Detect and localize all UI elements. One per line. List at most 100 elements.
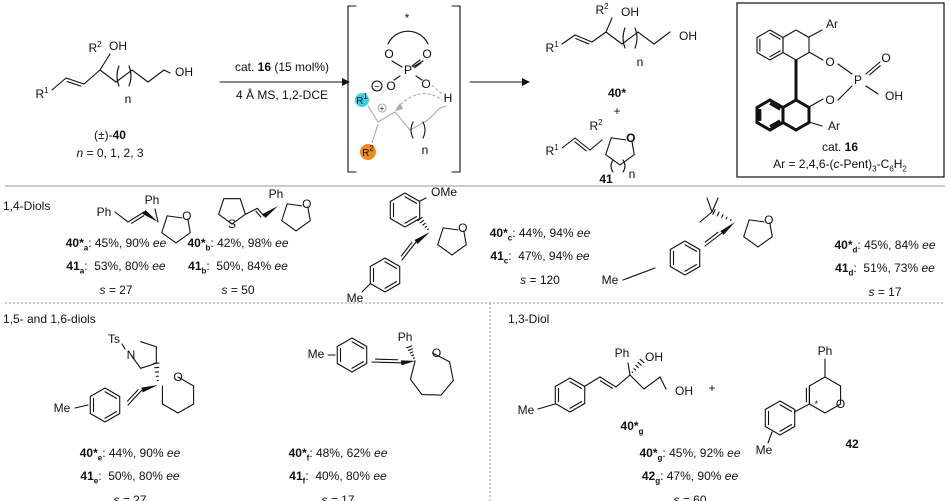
compound-subscript: e [93, 476, 99, 486]
aromatic-bond [684, 264, 698, 272]
ts-chain [367, 105, 441, 131]
atom-text: n [637, 55, 644, 69]
double-bond [414, 62, 422, 69]
result-line: 40*d: 45%, 84% ee [835, 236, 936, 259]
atom-text: Me [308, 347, 325, 361]
benzene-ring [756, 29, 784, 61]
bracket [128, 65, 132, 87]
catalyst-label: cat. 16 [821, 140, 859, 154]
s-symbol: s [673, 492, 680, 501]
atom-text: R [88, 41, 97, 55]
bond [99, 53, 111, 71]
atom-label: O [422, 47, 431, 61]
result-line: 40*g: 45%, 92% ee [640, 444, 741, 467]
atom-text: OMe [431, 185, 457, 199]
atom-text: 40* [621, 419, 639, 433]
bond [574, 34, 593, 43]
atom-label: Me [308, 347, 325, 361]
atom-text: 42 [845, 437, 859, 451]
compound-subscript: d [848, 268, 854, 278]
n-index: n [125, 92, 132, 106]
atom-label: O [626, 131, 635, 145]
aromatic-bond [384, 281, 398, 289]
bond [627, 362, 631, 376]
atom-text: R [589, 119, 598, 133]
ee-label: ee [724, 469, 739, 484]
atom-text: O [182, 209, 191, 223]
compound-subscript: c [503, 256, 509, 266]
atom-label: Ph [818, 344, 833, 358]
ee-label: ee [576, 249, 590, 264]
atom-text: R [545, 41, 554, 55]
atom-text: R [356, 96, 363, 107]
s-value: = 27 [105, 282, 133, 297]
aromatic-bond [104, 411, 118, 419]
bond [793, 403, 810, 413]
atom-label: Me [518, 403, 535, 417]
double-bond [704, 231, 719, 243]
aromatic-bond [569, 381, 583, 389]
bond [439, 105, 447, 109]
bond [412, 60, 424, 68]
yield-ee: : 47%, 90% [660, 469, 725, 484]
reactant-label: (±)-40 [94, 128, 126, 142]
ee-label: ee [166, 446, 181, 460]
atom-label: Ph [269, 187, 284, 201]
bond [127, 389, 143, 406]
atom-text: P [404, 63, 412, 77]
atom-label: R2 [88, 40, 102, 55]
aromatic-bond [769, 119, 781, 128]
benzene-ring [554, 377, 586, 413]
hash-bond [422, 222, 426, 226]
yield-ee: : 47%, 94% [508, 249, 577, 264]
atom-label: O [384, 47, 393, 61]
atom-text: Ph [269, 187, 284, 201]
hash-bond [406, 345, 413, 349]
atom-text: R [362, 148, 369, 159]
catalyst-arc [387, 30, 429, 45]
bond [286, 203, 303, 207]
wedge-bond [400, 360, 416, 366]
r2-highlight [360, 144, 376, 160]
atom-label: R2 [595, 2, 609, 17]
compound-subscript: a [79, 266, 85, 276]
result-line: 41c: 47%, 94% ee [490, 247, 591, 270]
s-value: = 17 [327, 492, 355, 501]
bracket [410, 121, 414, 139]
compound-number: 41 [80, 469, 94, 484]
hash-bond [411, 354, 415, 357]
yield-ee: : 45%, 84% [857, 238, 923, 252]
bond-chain [605, 137, 635, 166]
double-bond [255, 210, 262, 218]
compound-number: 40* [288, 446, 307, 460]
atom-text: Ar [826, 17, 838, 31]
n-index: n [629, 167, 636, 181]
yield-ee: : 48%, 62% [309, 446, 375, 460]
ee-label: ee [921, 261, 935, 276]
atom-label: Me [54, 401, 71, 415]
aromatic-bond [769, 102, 781, 111]
atom-text: O [302, 197, 311, 211]
hash-bond [407, 348, 413, 352]
bond-chain [605, 31, 671, 45]
double-bond [66, 81, 82, 87]
bond [51, 77, 67, 91]
bond [808, 51, 824, 61]
stereocenter-star: * [815, 399, 819, 409]
atom-text: O [386, 79, 395, 93]
atom-label: OH [175, 65, 193, 79]
aromatic-bond [684, 244, 698, 252]
result-line: 40*a: 45%, 90% ee [66, 234, 167, 257]
phosphorus: P [404, 63, 412, 77]
thf-ring [161, 215, 191, 244]
ether-product-label: 41 [599, 172, 613, 186]
hash-bond [633, 368, 637, 371]
compound-number: 40* [65, 236, 84, 250]
chiral-star: * [405, 11, 410, 25]
atom-text: Ph [97, 205, 112, 219]
compound-subscript: b [201, 266, 207, 276]
bond [121, 343, 126, 350]
wedge-bond [141, 385, 158, 393]
atom-text: O [881, 51, 890, 65]
aromatic-bond [351, 341, 365, 349]
